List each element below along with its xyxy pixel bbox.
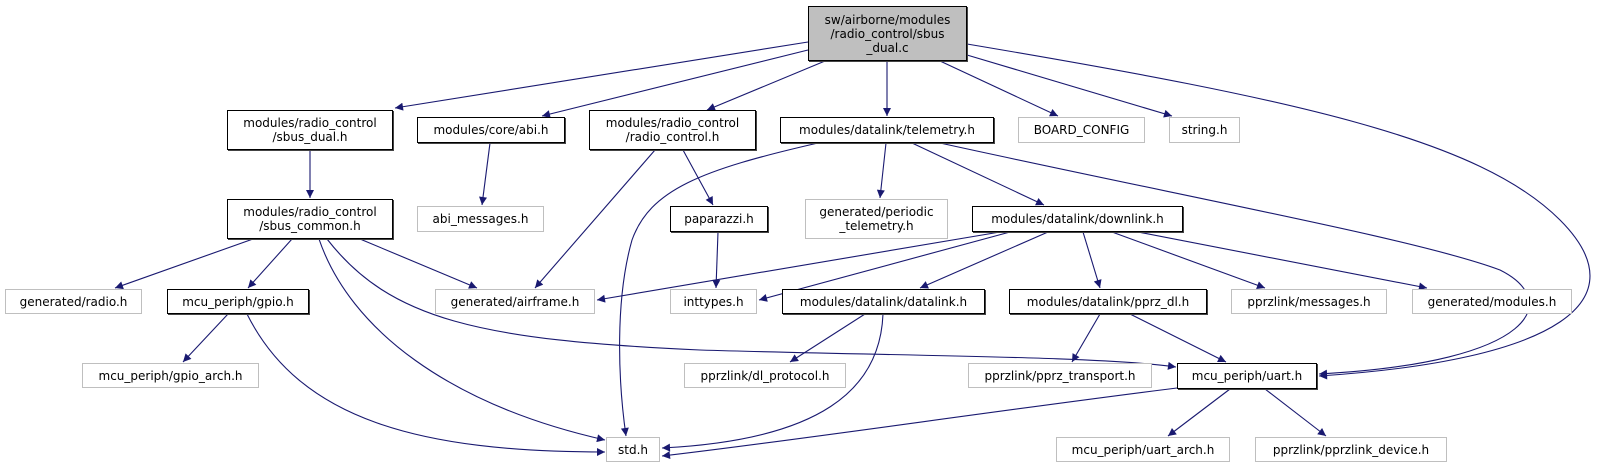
node-uart-arch-h: mcu_periph/uart_arch.h xyxy=(1056,437,1230,462)
node-uart-h[interactable]: mcu_periph/uart.h xyxy=(1177,363,1317,389)
edge-radio_control_h-to-paparazzi_h xyxy=(682,149,714,206)
edge-downlink_h-to-modules_h xyxy=(1137,231,1428,291)
node-pprz-transport-h: pprzlink/pprz_transport.h xyxy=(968,363,1152,388)
node-modules-h: generated/modules.h xyxy=(1412,289,1572,314)
edge-gpio_h-to-std_h xyxy=(246,313,606,456)
edge-datalink_h-to-dl_protocol_h xyxy=(789,313,866,363)
edge-root-to-string_h xyxy=(966,54,1173,118)
edge-root-to-abi_h xyxy=(541,49,809,118)
node-datalink-h[interactable]: modules/datalink/datalink.h xyxy=(782,289,985,314)
edge-paparazzi_h-to-inttypes_h xyxy=(712,231,721,289)
edge-downlink_h-to-airframe_h xyxy=(596,231,1001,303)
edge-sbus_common_h-to-gpio_h xyxy=(247,238,293,289)
edge-sbus_common_h-to-airframe_h xyxy=(359,238,478,289)
node-downlink-h[interactable]: modules/datalink/downlink.h xyxy=(972,206,1183,232)
edge-gpio_h-to-gpio_arch_h xyxy=(182,313,229,363)
edge-downlink_h-to-messages_h xyxy=(1111,231,1266,290)
edge-downlink_h-to-datalink_h xyxy=(919,231,1049,289)
edge-abi_h-to-abi_messages_h xyxy=(479,142,491,206)
edge-sbus_common_h-to-std_h xyxy=(318,238,606,443)
edge-root-to-radio_control_h xyxy=(706,60,826,111)
edge-uart_h-to-std_h xyxy=(661,387,1178,460)
node-inttypes-h: inttypes.h xyxy=(670,289,757,314)
edge-sbus_common_h-to-radio_h xyxy=(114,238,254,290)
edge-pprz_dl_h-to-pprz_transport_h xyxy=(1071,313,1101,363)
node-telemetry-h[interactable]: modules/datalink/telemetry.h xyxy=(780,117,994,143)
edge-uart_h-to-pprzlink_device_h xyxy=(1264,388,1327,437)
node-gpio-h[interactable]: mcu_periph/gpio.h xyxy=(167,289,309,314)
node-pprz-dl-h[interactable]: modules/datalink/pprz_dl.h xyxy=(1009,289,1207,314)
node-abi-messages-h: abi_messages.h xyxy=(417,206,544,232)
edge-root-to-board_config xyxy=(939,60,1059,117)
node-periodic-telemetry-h: generated/periodic _telemetry.h xyxy=(805,199,948,239)
node-pprzlink-device-h: pprzlink/pprzlink_device.h xyxy=(1255,437,1447,462)
edge-telemetry_h-to-periodic_telemetry_h xyxy=(876,142,887,199)
node-airframe-h: generated/airframe.h xyxy=(435,289,595,314)
node-std-h: std.h xyxy=(606,437,660,462)
edge-root-to-sbus_dual_h xyxy=(394,41,809,111)
edge-telemetry_h-to-uart_h xyxy=(939,142,1530,378)
edge-downlink_h-to-inttypes_h xyxy=(758,231,1011,302)
edge-telemetry_h-to-std_h xyxy=(619,142,819,437)
node-radio-control-h[interactable]: modules/radio_control /radio_control.h xyxy=(589,110,756,150)
edge-datalink_h-to-std_h xyxy=(661,313,884,452)
edge-telemetry_h-to-downlink_h xyxy=(911,142,1045,206)
edge-radio_control_h-to-airframe_h xyxy=(534,149,656,289)
node-paparazzi-h[interactable]: paparazzi.h xyxy=(670,206,768,232)
node-board-config: BOARD_CONFIG xyxy=(1018,117,1145,143)
node-sbus-common-h[interactable]: modules/radio_control /sbus_common.h xyxy=(227,199,393,239)
node-sbus-dual-h[interactable]: modules/radio_control /sbus_dual.h xyxy=(227,110,393,150)
node-abi-h[interactable]: modules/core/abi.h xyxy=(417,117,565,143)
node-string-h: string.h xyxy=(1169,117,1240,143)
edge-pprz_dl_h-to-uart_h xyxy=(1129,313,1227,363)
node-root[interactable]: sw/airborne/modules /radio_control/sbus … xyxy=(808,6,967,61)
edge-uart_h-to-uart_arch_h xyxy=(1167,388,1231,437)
edge-downlink_h-to-pprz_dl_h xyxy=(1082,231,1102,289)
node-messages-h: pprzlink/messages.h xyxy=(1231,289,1387,314)
node-radio-h: generated/radio.h xyxy=(5,289,142,314)
edge-root-to-uart_h xyxy=(966,43,1591,380)
node-gpio-arch-h: mcu_periph/gpio_arch.h xyxy=(82,363,259,388)
node-dl-protocol-h: pprzlink/dl_protocol.h xyxy=(684,363,846,388)
